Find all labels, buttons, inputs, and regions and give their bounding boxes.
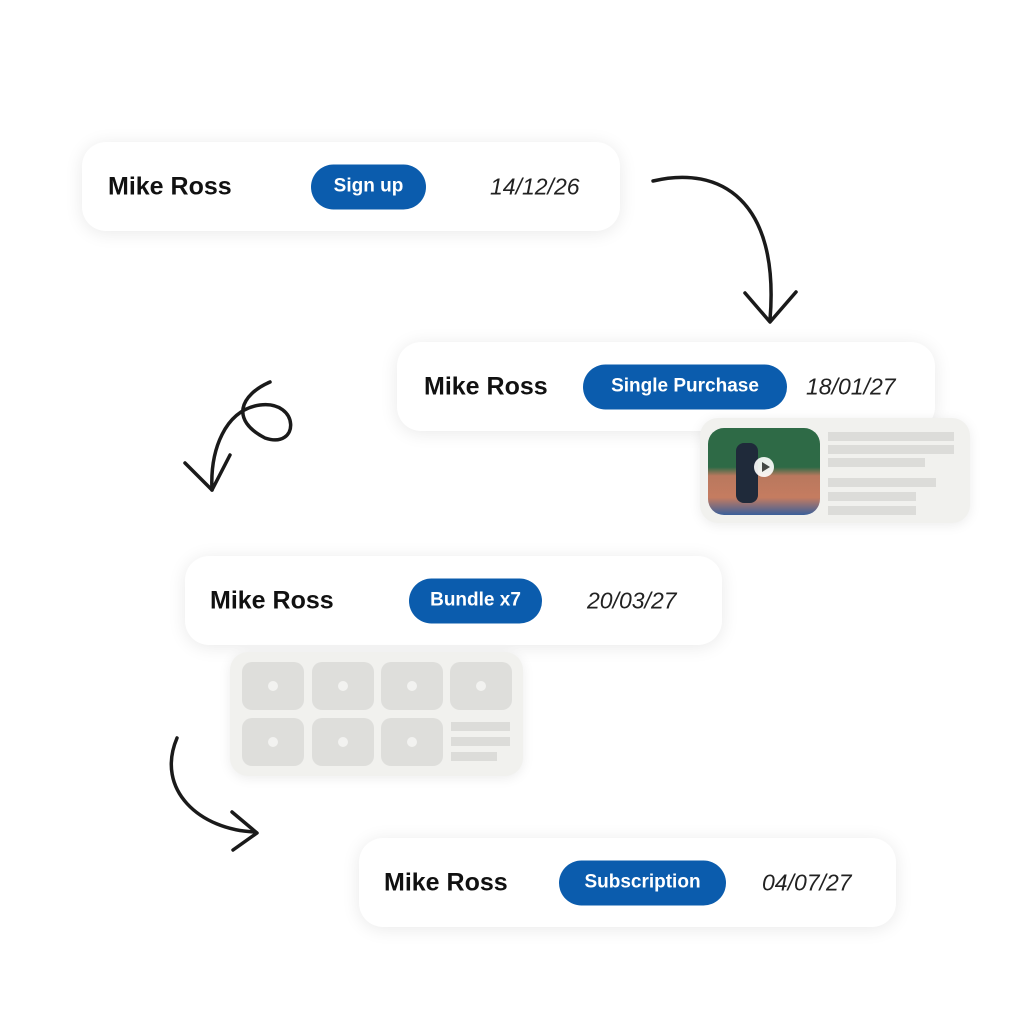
timeline-entry-single-purchase: Mike Ross Single Purchase 18/01/27: [397, 342, 935, 431]
event-date: 18/01/27: [806, 373, 896, 399]
arrow-2: [210, 380, 293, 492]
arrow-3-head: [230, 810, 259, 852]
event-badge: Bundle x7: [409, 578, 542, 623]
event-badge: Single Purchase: [583, 364, 787, 409]
event-date: 20/03/27: [587, 587, 677, 613]
video-tile[interactable]: [312, 662, 374, 710]
video-tile[interactable]: [312, 718, 374, 766]
video-thumbnail[interactable]: [708, 428, 820, 515]
event-date: 14/12/26: [490, 173, 580, 199]
customer-name: Mike Ross: [210, 586, 334, 614]
event-date: 04/07/27: [762, 869, 852, 895]
athlete-figure: [736, 443, 758, 503]
play-icon[interactable]: [754, 457, 774, 477]
video-tile[interactable]: [381, 718, 443, 766]
arrow-1: [651, 175, 773, 322]
event-badge: Sign up: [311, 164, 426, 209]
timeline-entry-bundle: Mike Ross Bundle x7 20/03/27: [185, 556, 722, 645]
customer-name: Mike Ross: [108, 172, 232, 200]
arrow-1-head: [743, 290, 798, 324]
event-badge: Subscription: [559, 860, 726, 905]
video-tile[interactable]: [450, 662, 512, 710]
video-tile[interactable]: [242, 718, 304, 766]
bundle-video-grid: [230, 652, 523, 776]
video-preview-card: [700, 418, 970, 523]
timeline-entry-subscription: Mike Ross Subscription 04/07/27: [359, 838, 896, 927]
video-tile[interactable]: [381, 662, 443, 710]
arrow-2-head: [183, 453, 232, 492]
timeline-entry-signup: Mike Ross Sign up 14/12/26: [82, 142, 620, 231]
customer-name: Mike Ross: [424, 372, 548, 400]
customer-name: Mike Ross: [384, 868, 508, 896]
video-tile[interactable]: [242, 662, 304, 710]
arrow-3: [169, 736, 257, 834]
